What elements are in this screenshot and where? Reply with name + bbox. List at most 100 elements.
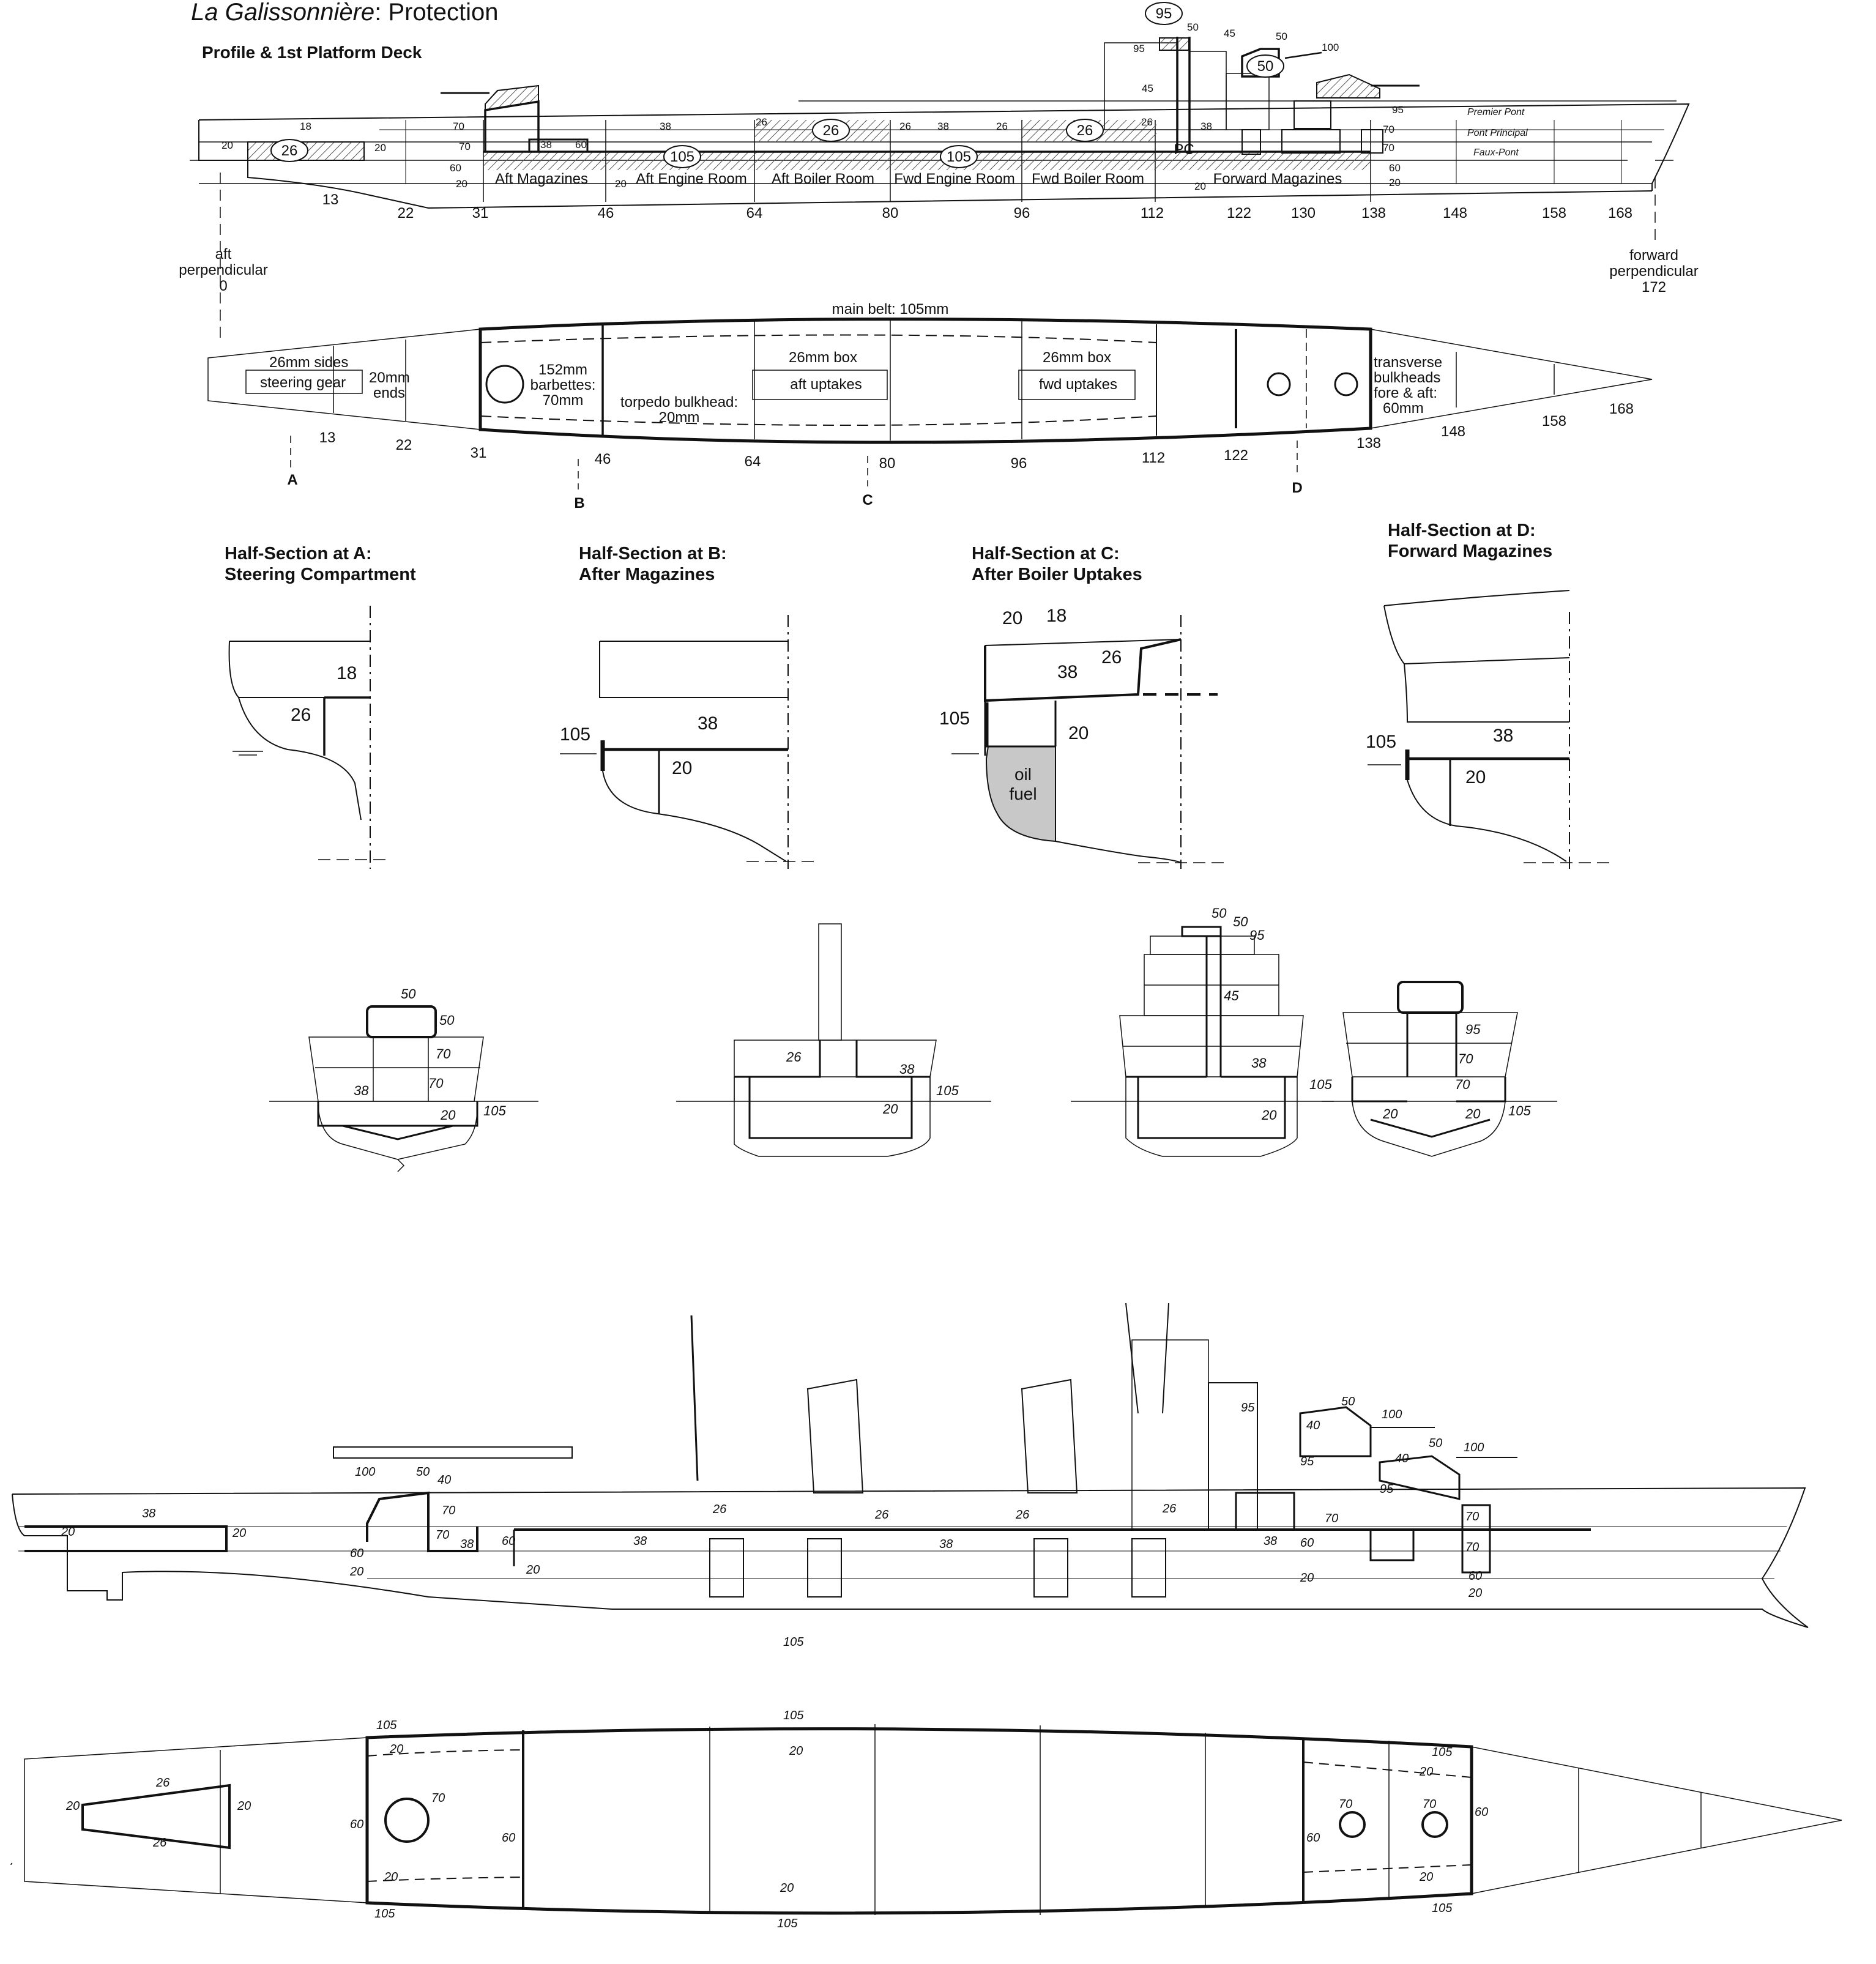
- half-section-b-title: Half-Section at B: After Magazines: [579, 544, 727, 584]
- half-section-d: [1368, 590, 1609, 869]
- half-section-a-title: Half-Section at A: Steering Compartment: [225, 544, 416, 584]
- deck-name: Faux-Pont: [1473, 147, 1519, 158]
- thickness-label: 60: [575, 139, 587, 151]
- thickness-label: 70: [1383, 142, 1394, 154]
- sketch-value: 60: [1300, 1536, 1314, 1550]
- sketch-value: 38: [354, 1083, 369, 1098]
- half-section-c: [951, 615, 1227, 869]
- sketch-value: 70: [1339, 1798, 1352, 1811]
- plan-label: 26mm box: [1043, 349, 1111, 366]
- sketch-section-two-labels: 26 38 20 105: [786, 1049, 959, 1117]
- thickness-label: 60: [1389, 162, 1401, 174]
- sketch-value: 60: [1306, 1831, 1320, 1845]
- frame-number: 138: [1357, 435, 1381, 452]
- thickness-label: 20: [456, 178, 467, 190]
- thickness-label: 26: [756, 116, 767, 128]
- thickness-label: 20: [1465, 767, 1486, 787]
- perp-label-line: 0: [219, 278, 227, 294]
- sketch-value: 38: [142, 1507, 155, 1520]
- plan-torpedo-labels: torpedo bulkhead: 20mm: [620, 394, 738, 426]
- sketch-value: 20: [526, 1563, 540, 1577]
- circled-value: 105: [947, 149, 971, 165]
- sketch-value: 26: [874, 1508, 889, 1522]
- sketch-value: 38: [1264, 1534, 1277, 1548]
- sketch-value: 20: [61, 1525, 75, 1539]
- sketch-value: 60: [1468, 1569, 1482, 1583]
- perp-label-line: forward: [1629, 247, 1678, 264]
- sketch-value: 20: [384, 1870, 398, 1884]
- half-section-a: [228, 606, 392, 869]
- plan-label: 70mm: [543, 392, 584, 409]
- compartment-label: Aft Engine Room: [636, 171, 746, 187]
- sketch-value: 105: [1309, 1077, 1332, 1092]
- thickness-label: 60: [450, 162, 461, 174]
- sketch-value: 20: [237, 1799, 251, 1813]
- profile-circled-values: 26 105 26 105 26 95 50: [281, 6, 1274, 165]
- sketch-value: 20: [232, 1527, 246, 1540]
- circled-value: 26: [1077, 122, 1093, 139]
- thickness-label: 50: [1276, 31, 1287, 42]
- sketch-plan-labels: 105 20 26 20 20 26 70 60 60 20 105 105 2…: [65, 1709, 1488, 1930]
- sketch-value: 60: [1475, 1806, 1488, 1819]
- sketch-value: 70: [1325, 1512, 1338, 1525]
- sketch-value: 60: [350, 1818, 363, 1831]
- frame-number: 168: [1608, 205, 1632, 221]
- sketch-value: 20: [789, 1744, 803, 1758]
- half-section-d-labels: 105 38 20: [1366, 726, 1513, 787]
- sketch-value: 105: [936, 1083, 959, 1098]
- frame-number: 138: [1361, 205, 1386, 221]
- sketch-value: 38: [633, 1534, 647, 1548]
- sketch-value: 50: [439, 1013, 455, 1028]
- diagram-title: La Galissonnière: Protection: [191, 0, 499, 26]
- plan-label: ends: [373, 385, 405, 401]
- thickness-label: 105: [939, 709, 970, 729]
- main-belt-label: main belt: 105mm: [832, 301, 949, 318]
- thickness-label: 26: [1141, 116, 1153, 128]
- sketch-value: 26: [1015, 1508, 1030, 1522]
- oil-fuel-label: oil: [1014, 765, 1032, 784]
- plan-label: 26mm box: [789, 349, 857, 366]
- section-letter: D: [1292, 480, 1302, 496]
- sketch-value: 50: [1429, 1437, 1442, 1450]
- sketch-value: 20: [1300, 1571, 1314, 1585]
- thickness-label: 70: [459, 141, 471, 152]
- sketch-stray-value: 105: [783, 1635, 804, 1649]
- circled-value: 105: [670, 149, 694, 165]
- thickness-label: 18: [337, 663, 357, 683]
- plan-label: 26mm sides: [269, 354, 348, 371]
- title-suffix: : Protection: [374, 0, 499, 26]
- thickness-label: 38: [1200, 121, 1212, 132]
- thickness-label: 45: [1224, 28, 1235, 39]
- frame-number: 96: [1014, 205, 1030, 221]
- frame-number: 31: [471, 445, 487, 461]
- frame-number: 122: [1224, 447, 1248, 464]
- sketch-value: 20: [1419, 1765, 1433, 1779]
- sketch-section-three-labels: 50 50 95 45 38 105 20: [1212, 906, 1332, 1123]
- plan-frame-numbers: 13 22 31 46 64 80 96 112 122 138 148 158…: [319, 401, 1634, 472]
- sketch-value: 50: [1212, 906, 1227, 921]
- sketch-profile-labels: 38 20 20 100 50 40 70 70 38 60 60 20 20 …: [61, 1395, 1484, 1649]
- frame-number: 22: [398, 205, 414, 221]
- thickness-label: 38: [937, 121, 949, 132]
- sketch-value: 105: [1432, 1902, 1453, 1915]
- sketch-value: 105: [783, 1709, 804, 1722]
- plan-label: aft uptakes: [790, 376, 862, 393]
- compartment-label: Aft Magazines: [495, 171, 588, 187]
- sketch-section-one: [269, 1005, 538, 1172]
- sketch-value: 70: [436, 1528, 449, 1542]
- thickness-label: 45: [1142, 83, 1153, 94]
- sketch-value: 26: [786, 1049, 802, 1065]
- thickness-label: 26: [996, 121, 1008, 132]
- platform-deck-plan: [207, 318, 1653, 489]
- sketch-value: 38: [1251, 1055, 1267, 1071]
- sketch-value: 50: [1341, 1395, 1355, 1408]
- plan-label: steering gear: [260, 374, 346, 391]
- section-letter: C: [862, 492, 873, 508]
- perp-label-line: 172: [1642, 279, 1666, 296]
- plan-label: barbettes:: [530, 377, 596, 393]
- sketch-value: 38: [939, 1538, 953, 1551]
- thickness-label: 70: [453, 121, 464, 132]
- deck-name: Premier Pont: [1467, 107, 1525, 117]
- plan-box-labels: 26mm box aft uptakes 26mm box fwd uptake…: [789, 349, 1117, 393]
